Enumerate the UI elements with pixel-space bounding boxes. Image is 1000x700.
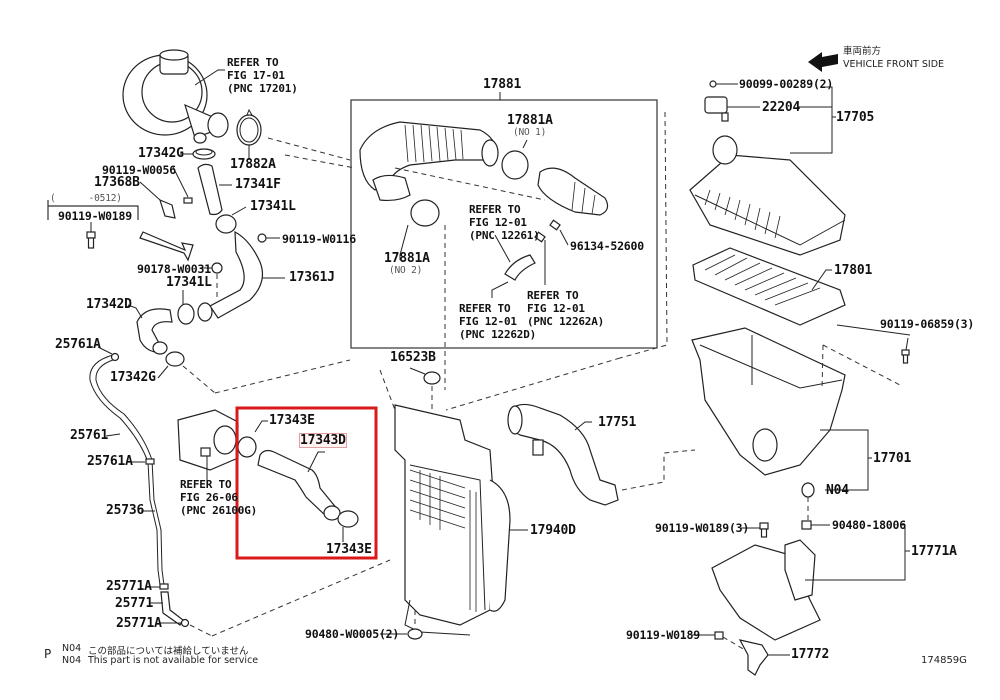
label-25761A-2: 25761A	[87, 454, 133, 469]
bracket-17771A-drawing	[711, 539, 821, 641]
label-90178-W0031: 90178-W0031	[137, 262, 211, 276]
ref-pnc-12261: REFER TO FIG 12-01 (PNC 12261)	[469, 203, 540, 242]
bolt-90119-W0189	[86, 222, 96, 249]
direction-arrow	[139, 231, 194, 262]
label-17342G: 17342G	[138, 146, 184, 161]
nut-90480-18006	[801, 520, 812, 530]
clamp-17881A-no2	[410, 199, 440, 227]
label-N04: N04	[826, 483, 849, 498]
label-17881: 17881	[483, 77, 522, 92]
vehicle-front-arrow-icon	[808, 52, 838, 72]
label-25736: 25736	[106, 503, 145, 518]
resonator-drawing	[537, 167, 609, 216]
label-90119-W0056: 90119-W0056	[102, 163, 176, 177]
label-90119-06859: 90119-06859(3)	[880, 317, 975, 331]
grommet-N04	[801, 482, 815, 498]
label-17361J: 17361J	[289, 270, 335, 285]
label-17343E-2: 17343E	[326, 542, 372, 557]
clamp-17882A	[236, 108, 262, 146]
pipe-17361J	[209, 230, 263, 319]
turbocharger-drawing	[122, 49, 229, 144]
small-hose	[504, 254, 536, 281]
vehicle-front-en: VEHICLE FRONT SIDE	[843, 59, 945, 70]
label-17940D: 17940D	[530, 523, 576, 538]
highlight-box	[235, 406, 378, 560]
label-90119-W0189-3: 90119-W0189(3)	[655, 521, 750, 535]
label-17705: 17705	[836, 110, 875, 125]
ref-fig-26-06: REFER TO FIG 26-06 (PNC 26100G)	[180, 478, 258, 517]
label-25771A: 25771A	[106, 579, 152, 594]
label-90119-W0189: 90119-W0189	[626, 628, 700, 642]
bracket-17772	[738, 639, 769, 676]
ref-fig-17-01: REFER TO FIG 17-01 (PNC 17201)	[227, 56, 298, 95]
figure-id: 174859G	[921, 655, 967, 666]
note-code-en: N04	[62, 655, 82, 666]
label-16523B: 16523B	[390, 350, 436, 365]
label-no1: (NO 1)	[513, 127, 547, 138]
sensor-22204	[704, 80, 729, 122]
air-filter-17801-drawing	[692, 247, 846, 326]
hose-17342D	[136, 308, 173, 353]
clamp-17343E-lower	[337, 510, 359, 528]
cap-16523B	[423, 371, 441, 385]
label-no2: (NO 2)	[389, 265, 423, 276]
label-25761A: 25761A	[55, 337, 101, 352]
label-22204: 22204	[762, 100, 801, 115]
label-90099-00289: 90099-00289(2)	[739, 77, 834, 91]
throttle-body-drawing	[177, 409, 239, 480]
label-17341F: 17341F	[235, 177, 281, 192]
label-17882A: 17882A	[230, 157, 276, 172]
label-90480-W0005: 90480-W0005(2)	[305, 627, 400, 641]
label-17342G-2: 17342G	[110, 370, 156, 385]
label-17801: 17801	[834, 263, 873, 278]
note-code-jp: N04	[62, 643, 82, 654]
vehicle-front-jp: 車両前方	[843, 46, 882, 57]
label-25771: 25771	[115, 596, 154, 611]
bracket-17368B	[159, 198, 176, 219]
ref-pnc-12262D: REFER TO FIG 12-01 (PNC 12262D)	[459, 302, 537, 341]
label-17751: 17751	[598, 415, 637, 430]
label-17343E: 17343E	[269, 413, 315, 428]
label-25771A-2: 25771A	[116, 616, 162, 631]
note-text-en: This part is not available for service	[88, 655, 259, 666]
clamp-17881A-no1	[501, 150, 529, 180]
label-17342D: 17342D	[86, 297, 132, 312]
bracket-range: ( -0512)	[50, 193, 122, 204]
label-17341L-2: 17341L	[166, 275, 212, 290]
duct-17751-drawing	[507, 403, 619, 506]
note-text-jp: この部品については補給していません	[88, 646, 249, 657]
bolt-90119-W0189-3	[759, 522, 769, 538]
label-17343D[interactable]: 17343D	[299, 433, 347, 448]
nut-90480-W0005	[407, 610, 423, 640]
air-cleaner-cap-drawing	[689, 135, 846, 256]
label-90119-W0116: 90119-W0116	[282, 232, 356, 246]
label-25761: 25761	[70, 428, 109, 443]
clamp-17341L	[215, 214, 237, 234]
intercooler-17940D-drawing	[394, 404, 511, 636]
bolt-90119-W0189	[714, 631, 724, 640]
air-hose-17881-drawing	[359, 121, 499, 202]
label-17772: 17772	[791, 647, 830, 662]
label-17341L: 17341L	[250, 199, 296, 214]
label-17368B: 17368B	[94, 175, 140, 190]
label-90119-W0189-box: 90119-W0189	[58, 209, 132, 223]
label-90480-18006: 90480-18006	[832, 518, 906, 532]
label-17881A-no1: 17881A	[507, 113, 553, 128]
ref-pnc-12262A: REFER TO FIG 12-01 (PNC 12262A)	[527, 289, 605, 328]
label-17701: 17701	[873, 451, 912, 466]
air-cleaner-case-drawing	[691, 327, 846, 476]
clamp-17343E-upper	[237, 436, 257, 458]
air-hose-subassembly-box	[350, 99, 658, 349]
label-17881A-no2: 17881A	[384, 251, 430, 266]
label-17771A: 17771A	[911, 544, 957, 559]
label-96134-52600: 96134-52600	[570, 239, 644, 253]
clamp-17342G	[192, 148, 216, 160]
note-marker: P	[44, 647, 52, 661]
bolt-90119-06859	[901, 349, 910, 364]
